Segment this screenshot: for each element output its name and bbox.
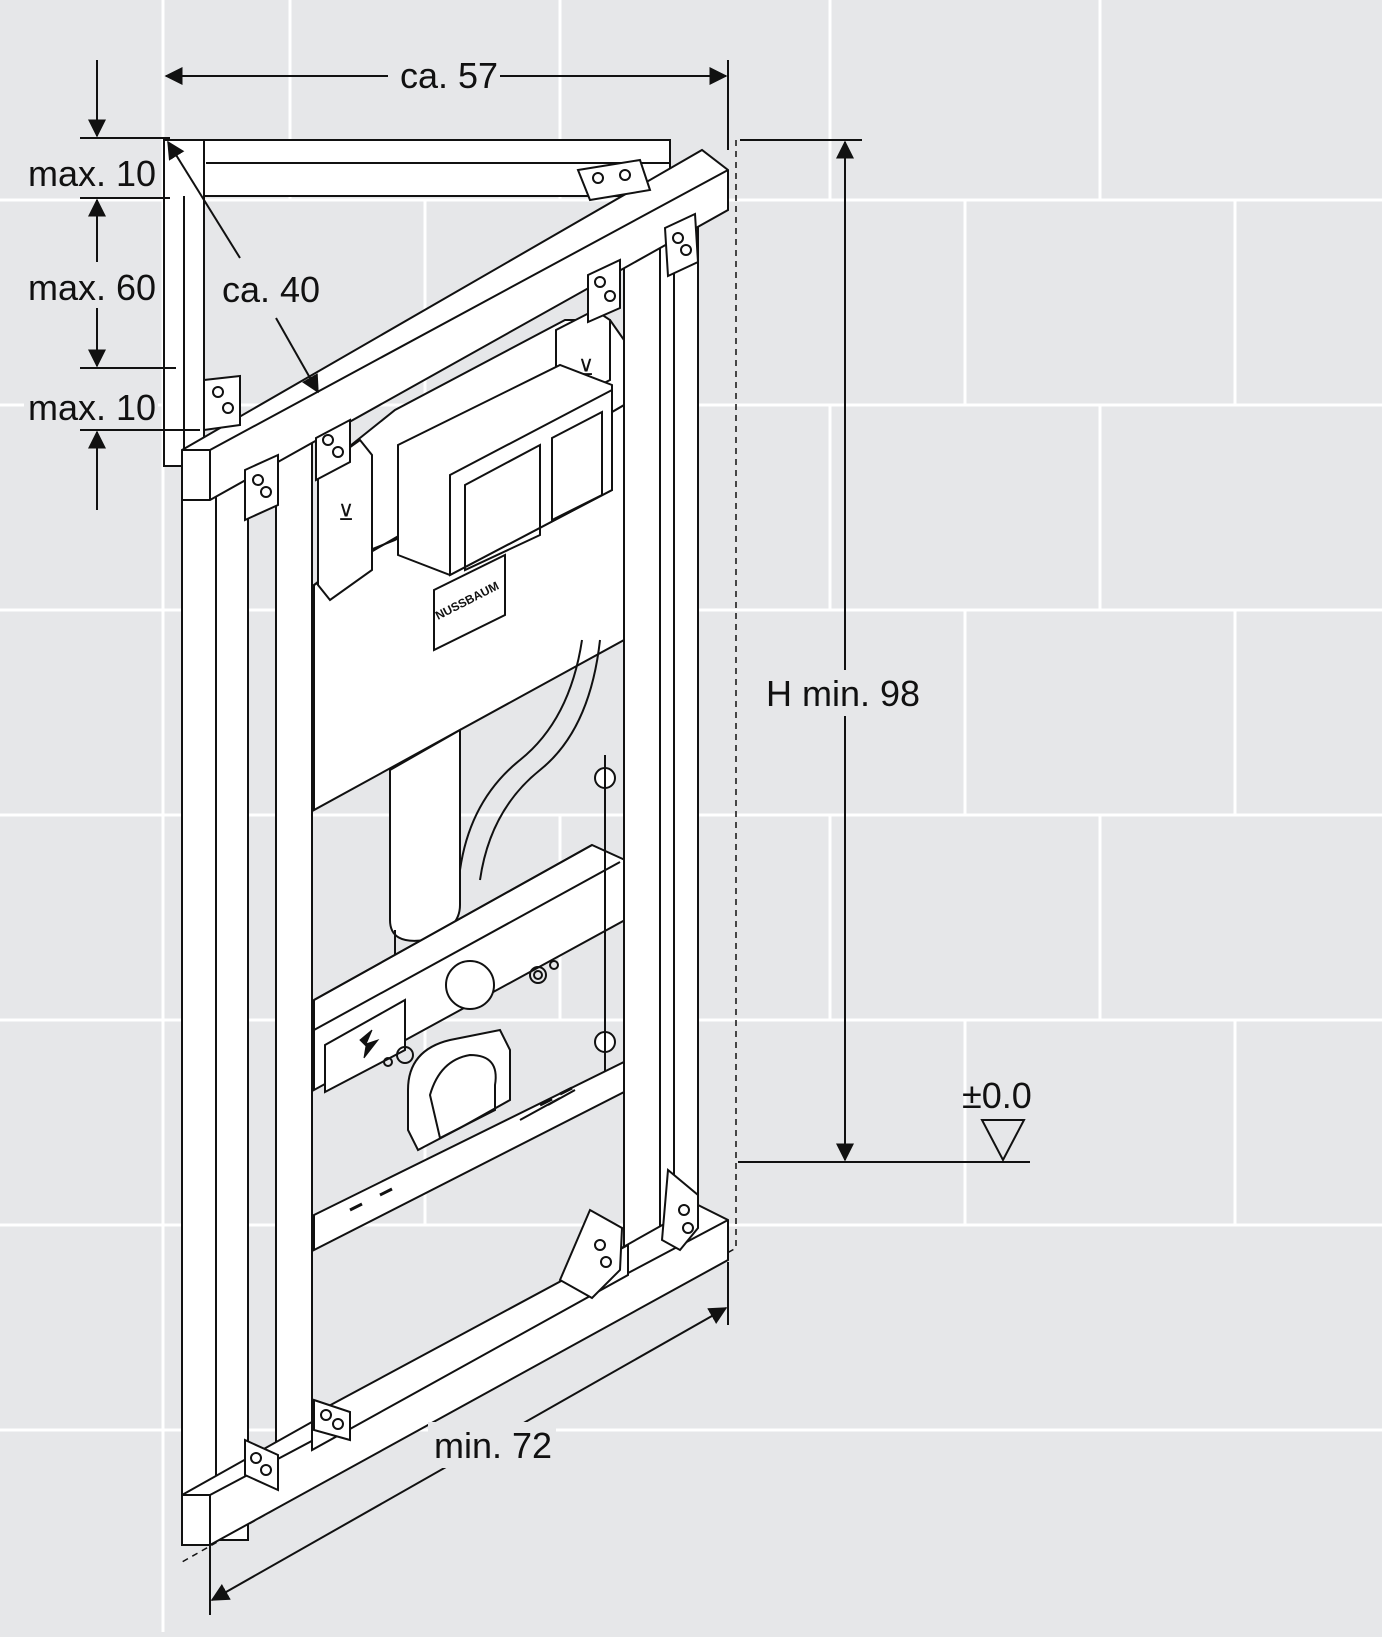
installation-module: ⊻ ⊻ NUSSBAUM (313, 308, 629, 1252)
label-height: H min. 98 (766, 673, 920, 714)
electric-icon (359, 1029, 380, 1059)
label-top-width: ca. 57 (400, 55, 498, 96)
label-floor-level: ±0.0 (962, 1075, 1032, 1116)
flush-symbol-left: ⊻ (338, 500, 354, 525)
corner-bracket-inner-left (315, 418, 351, 482)
corner-bracket-back-top (576, 158, 652, 202)
corner-bracket-top-right (663, 212, 700, 278)
diagonal-brace-bottom (558, 1208, 624, 1300)
label-bottom-width: min. 72 (434, 1425, 552, 1466)
label-bottom-offset: max. 10 (28, 387, 156, 428)
corner-bracket-left-wall (203, 374, 241, 432)
corner-bracket-top-left (244, 453, 279, 522)
diagonal-brace-right (660, 1168, 699, 1252)
label-mid-offset: max. 60 (28, 267, 156, 308)
dimension-labels: ca. 57 max. 10 max. 60 max. 10 ca. 40 H … (24, 50, 1032, 1468)
label-depth: ca. 40 (222, 269, 320, 310)
corner-bracket-inner-mid (587, 258, 621, 324)
label-top-offset: max. 10 (28, 153, 156, 194)
floor-level-marker (980, 1119, 1026, 1163)
brand-label-plate (433, 553, 506, 652)
